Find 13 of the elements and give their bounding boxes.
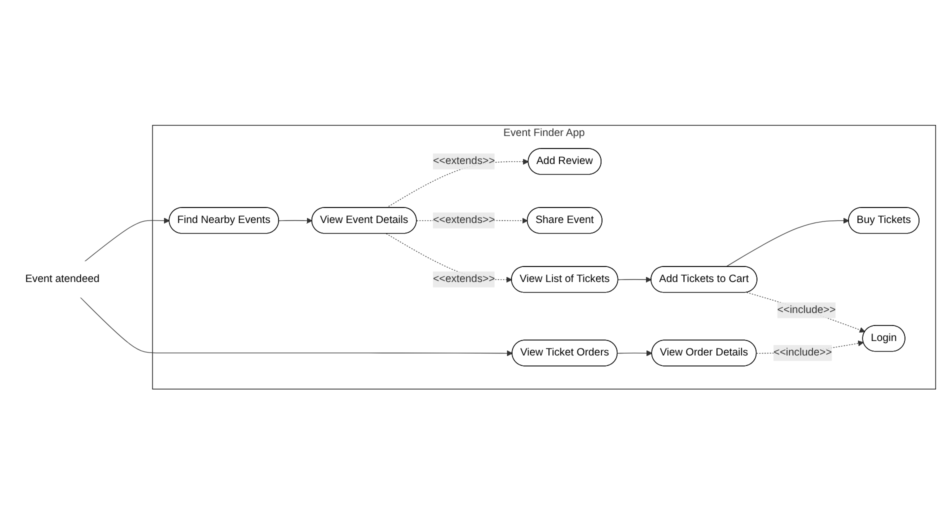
arrow (726, 218, 850, 267)
arrow (84, 218, 170, 262)
edge-label: <<extends>> (432, 273, 495, 285)
arrow (80, 296, 513, 356)
edge-label: <<extends>> (432, 214, 495, 226)
arrow (746, 292, 866, 332)
edge-label: <<include>> (777, 304, 836, 316)
node-text: Event atendeed (25, 273, 100, 285)
arrow (278, 218, 312, 224)
arrow (618, 276, 652, 282)
edge-label: <<include>> (774, 346, 832, 358)
edge-label: <<extends>> (432, 155, 495, 167)
arrow (617, 350, 652, 356)
